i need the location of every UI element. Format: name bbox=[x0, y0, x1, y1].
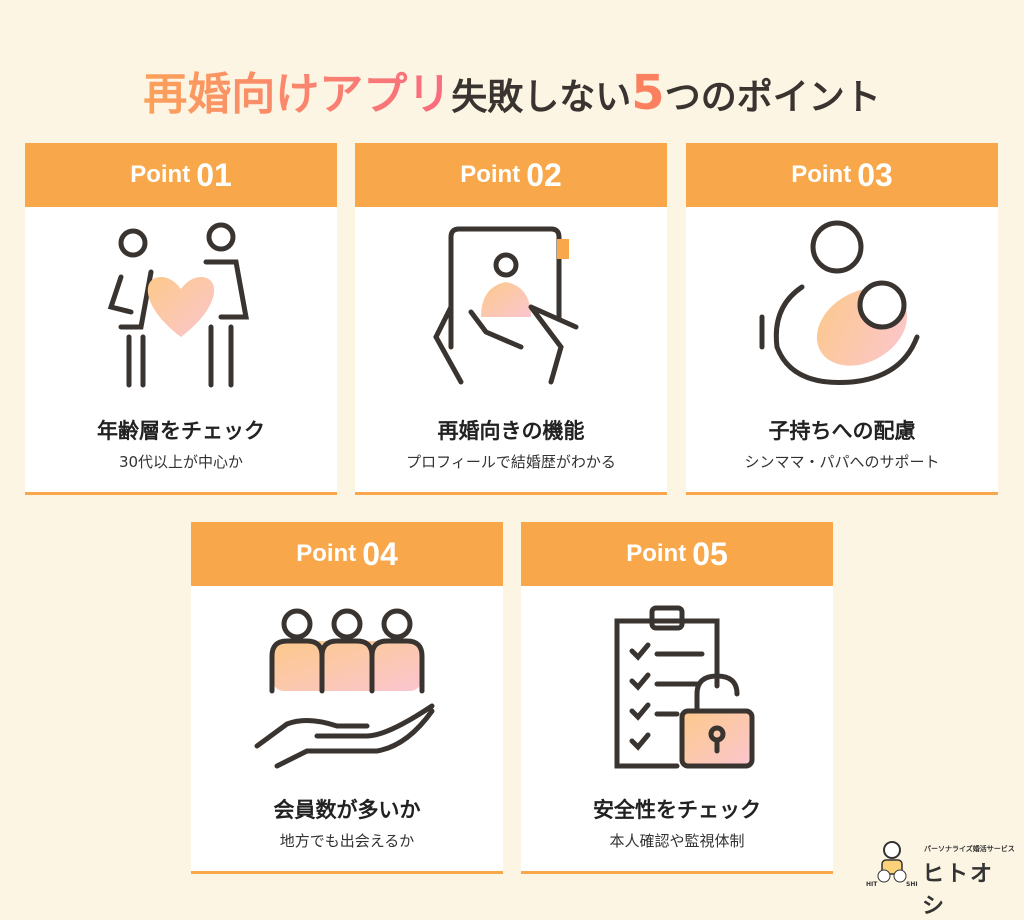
logo-mascot-icon: HIT SHI bbox=[866, 841, 918, 888]
title-text-end: つのポイント bbox=[664, 77, 881, 118]
card-subtitle: 本人確認や監視体制 bbox=[609, 832, 745, 850]
couple-heart-icon bbox=[107, 222, 249, 388]
card-title: 安全性をチェック bbox=[593, 798, 761, 822]
svg-text:HIT: HIT bbox=[866, 881, 878, 888]
card-title: 再婚向きの機能 bbox=[437, 419, 585, 443]
title-highlight: 再婚向けアプリ bbox=[143, 69, 452, 120]
svg-text:SHI: SHI bbox=[906, 881, 918, 888]
card-subtitle: プロフィールで結婚歴がわかる bbox=[406, 453, 616, 471]
title-text: 失敗しない bbox=[451, 77, 632, 118]
card-title: 子持ちへの配慮 bbox=[768, 419, 916, 443]
card-title: 会員数が多いか bbox=[273, 798, 421, 822]
point-number: 03 bbox=[857, 156, 893, 193]
point-number: 04 bbox=[362, 535, 398, 572]
point-label: Point bbox=[791, 161, 852, 188]
hitooshi-logo: HIT SHI パーソナライズ婚活サービス ヒトオシ bbox=[866, 838, 1016, 919]
point-label: Point bbox=[626, 540, 687, 567]
point-label: Point bbox=[296, 540, 357, 567]
title-number: 5 bbox=[631, 65, 665, 121]
card-title: 年齢層をチェック bbox=[97, 419, 265, 443]
card-subtitle: シンママ・パパへのサポート bbox=[744, 453, 940, 471]
parent-baby-icon bbox=[759, 220, 920, 386]
logo-tagline: パーソナライズ婚活サービス bbox=[924, 845, 1015, 853]
point-label: Point bbox=[130, 161, 191, 188]
point-number: 02 bbox=[526, 156, 562, 193]
card-subtitle: 地方でも出会えるか bbox=[279, 832, 415, 850]
people-hand-icon bbox=[254, 608, 435, 769]
point-label: Point bbox=[460, 161, 521, 188]
card-subtitle: 30代以上が中心か bbox=[118, 453, 244, 471]
smartphone-profile-icon bbox=[433, 226, 579, 385]
clipboard-lock-icon bbox=[614, 605, 755, 769]
page-title: 再婚向けアプリ失敗しない5つのポイント bbox=[0, 58, 1024, 122]
logo-name: ヒトオシ bbox=[922, 862, 995, 919]
point-number: 01 bbox=[196, 156, 232, 193]
point-number: 05 bbox=[692, 535, 728, 572]
